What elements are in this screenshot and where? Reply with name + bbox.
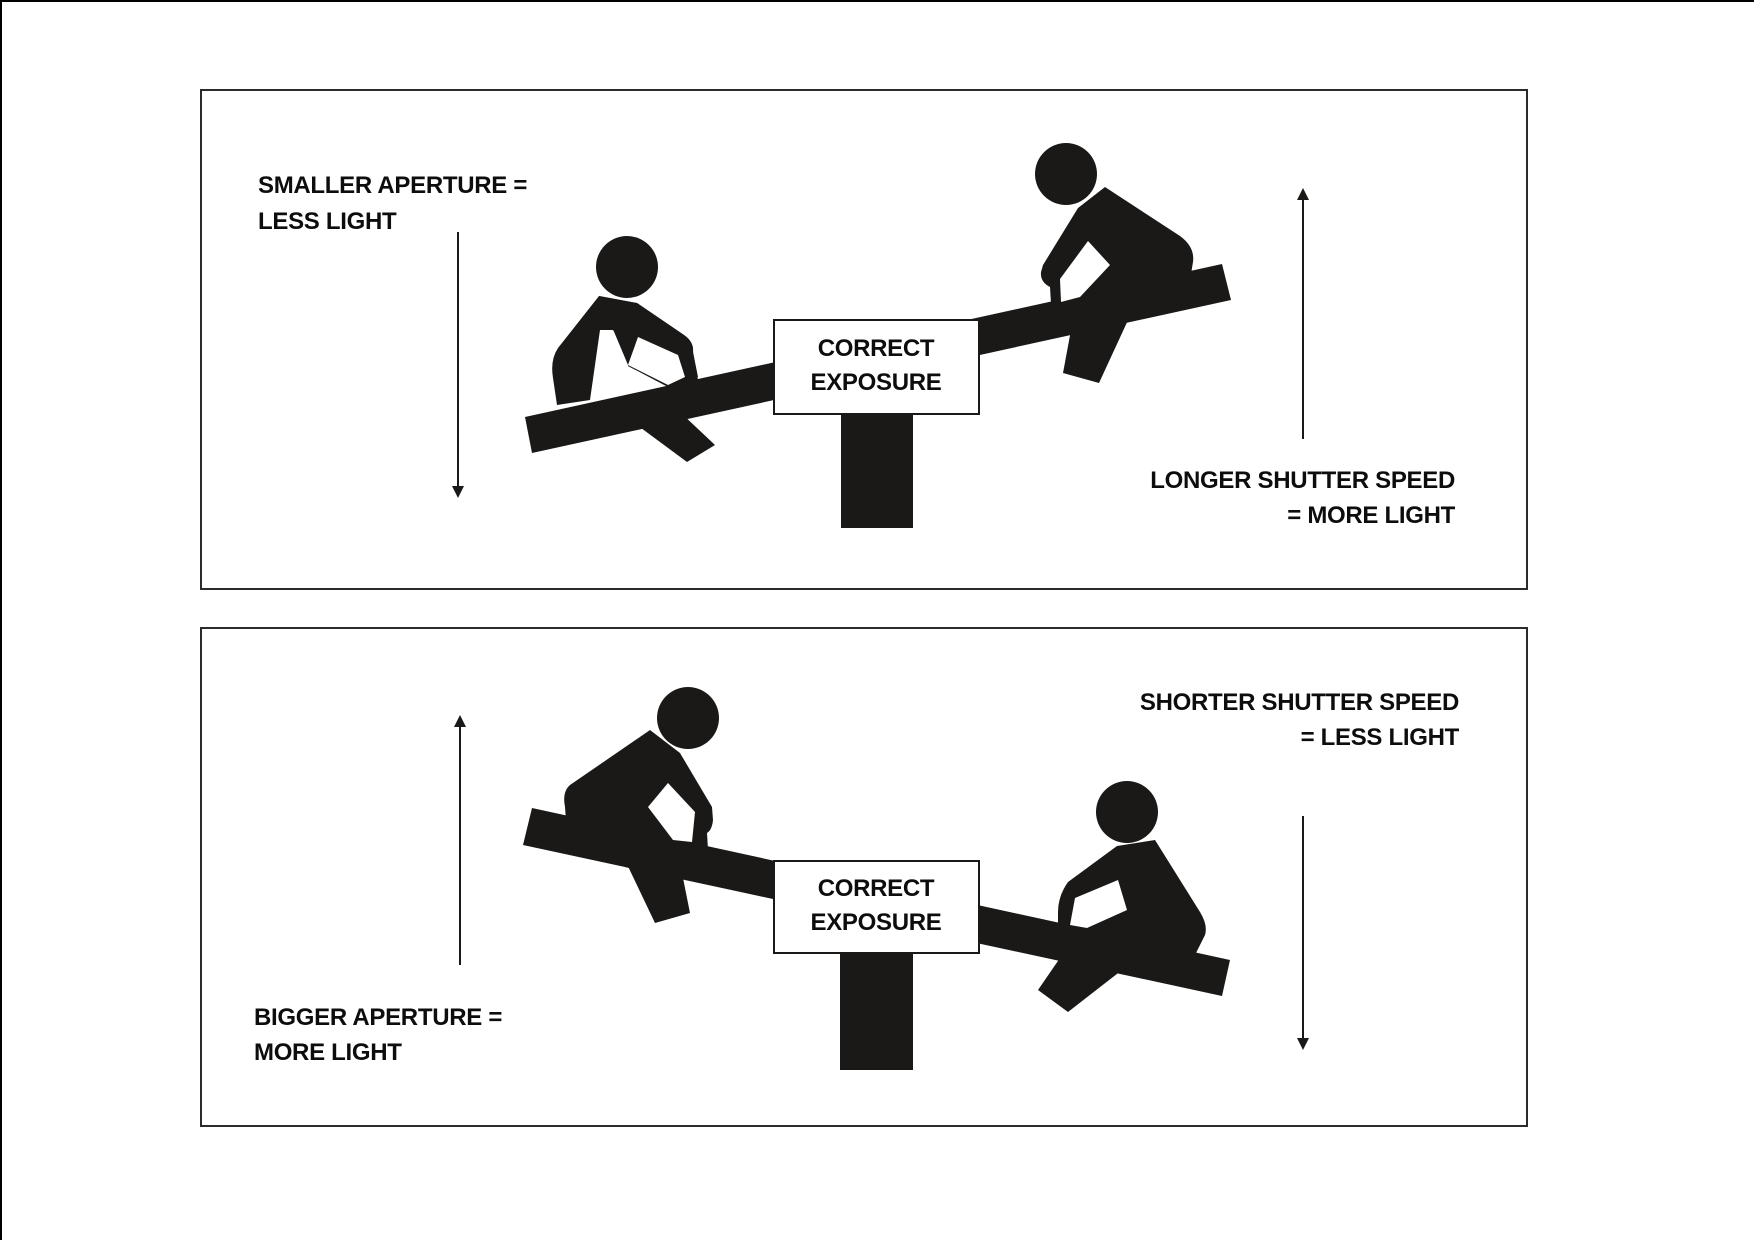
child-head — [1096, 781, 1158, 843]
label-box-line-2: EXPOSURE — [811, 909, 942, 936]
child-torso — [1058, 840, 1206, 970]
top-left-caption-line-1: SMALLER APERTURE = — [258, 172, 527, 199]
child-torso — [564, 730, 713, 880]
child-figure-left — [552, 236, 715, 462]
child-head — [1035, 143, 1097, 205]
child-arm-gap — [1060, 241, 1110, 302]
label-box-line-1: CORRECT — [818, 875, 935, 902]
panel-top: SMALLER APERTURE = LESS LIGHT LONGER SHU… — [200, 89, 1528, 590]
arrow-down-icon — [452, 232, 464, 498]
seesaw-post — [840, 953, 913, 1070]
child-figure-right — [1035, 143, 1194, 383]
arrow-up-icon — [1297, 188, 1309, 439]
child-arm-gap — [1070, 880, 1127, 928]
top-right-caption-line-2: = MORE LIGHT — [1287, 502, 1455, 529]
arrow-up-icon — [454, 715, 466, 965]
seesaw-bottom: CORRECT EXPOSURE — [523, 687, 1230, 1070]
top-right-caption-line-1: LONGER SHUTTER SPEED — [1150, 467, 1455, 494]
child-leg — [1063, 318, 1129, 383]
child-leg — [637, 412, 715, 462]
child-head — [657, 687, 719, 749]
child-arm-gap — [648, 783, 695, 842]
child-leg — [625, 860, 690, 923]
child-figure-right — [1038, 781, 1206, 1012]
label-box-line-2: EXPOSURE — [811, 369, 942, 396]
correct-exposure-label-box — [773, 860, 980, 954]
child-arm-gap — [628, 337, 685, 385]
bottom-right-caption-line-1: SHORTER SHUTTER SPEED — [1140, 689, 1459, 716]
child-figure-left — [564, 687, 719, 923]
seesaw-post — [841, 414, 913, 528]
child-head — [596, 236, 658, 298]
label-box-line-1: CORRECT — [818, 335, 935, 362]
panel-bottom: SHORTER SHUTTER SPEED = LESS LIGHT BIGGE… — [200, 627, 1528, 1127]
bottom-left-caption-line-1: BIGGER APERTURE = — [254, 1004, 502, 1031]
seesaw-top: CORRECT EXPOSURE — [525, 143, 1231, 528]
arrow-down-icon — [1297, 816, 1309, 1050]
correct-exposure-label-box — [773, 319, 980, 415]
top-left-caption-line-2: LESS LIGHT — [258, 208, 397, 235]
bottom-right-caption-line-2: = LESS LIGHT — [1301, 724, 1460, 751]
bottom-left-caption-line-2: MORE LIGHT — [254, 1039, 402, 1066]
child-leg — [1038, 958, 1122, 1012]
